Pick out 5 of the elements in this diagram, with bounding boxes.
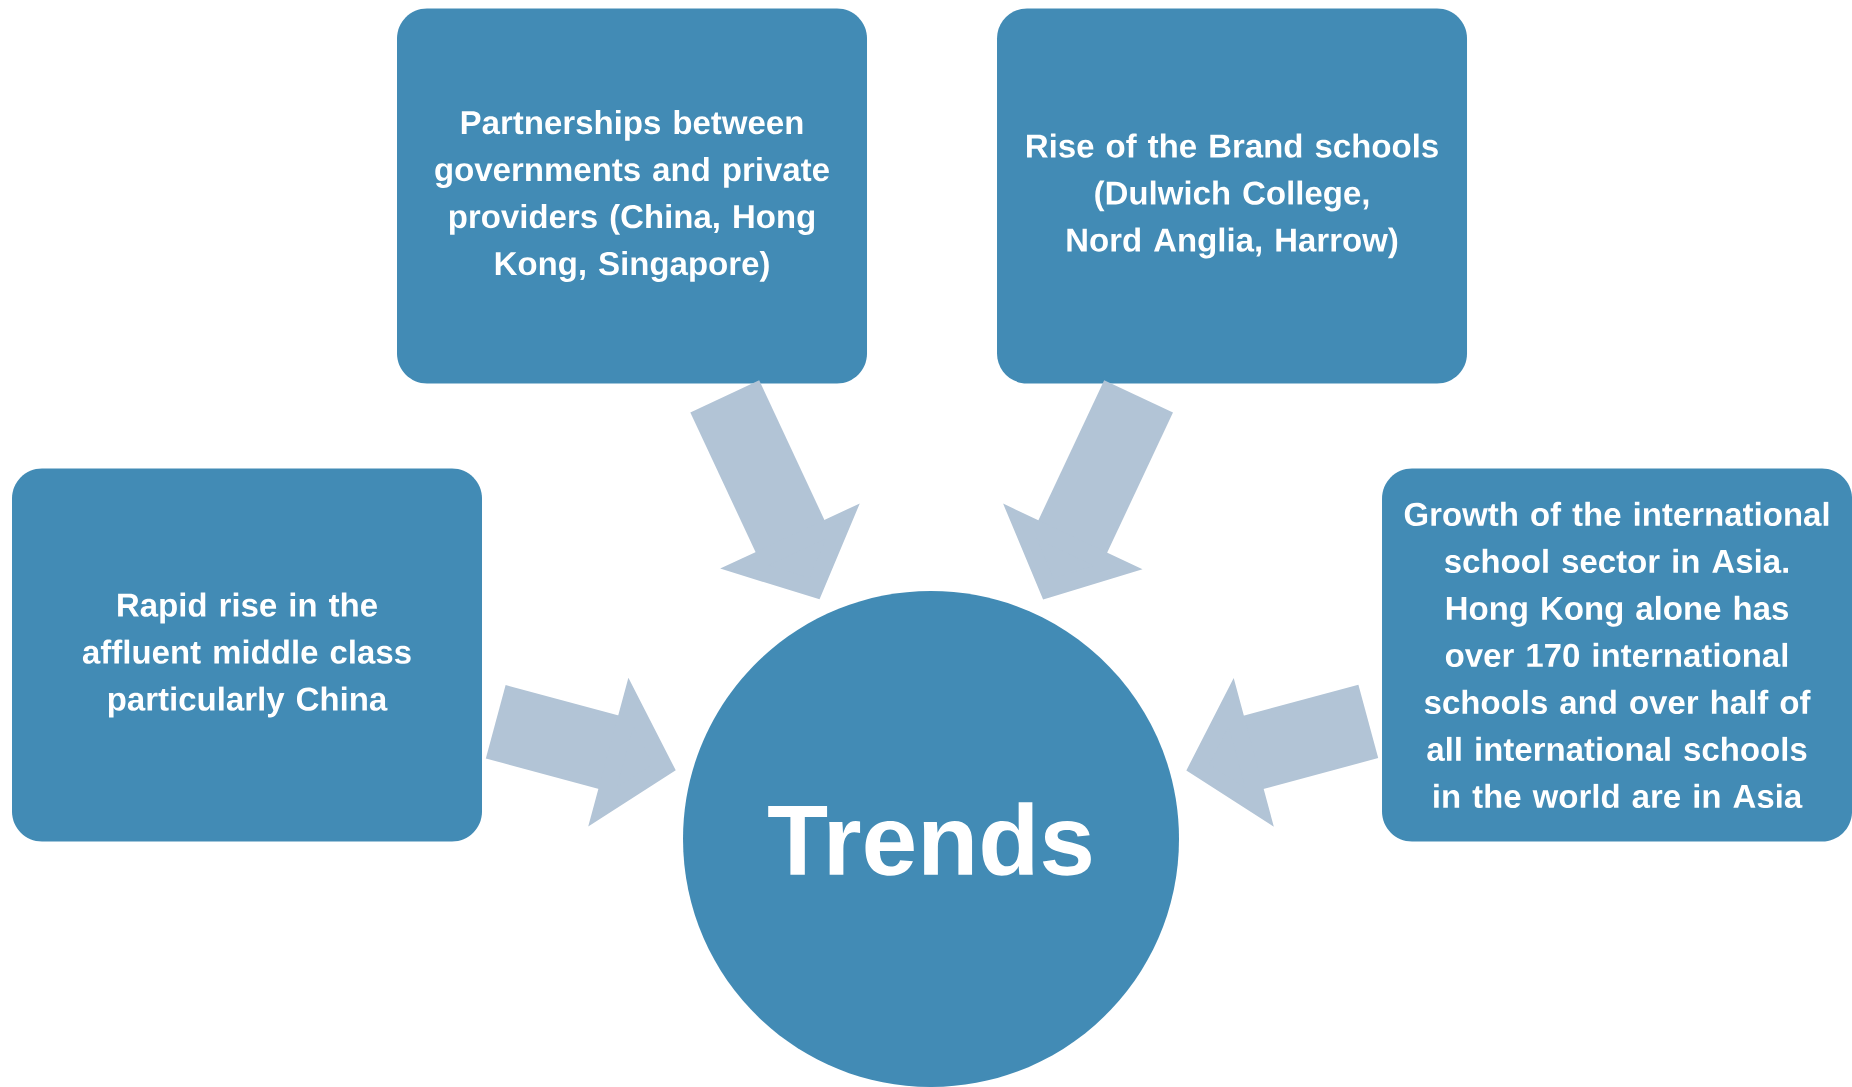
- text-box: Partnerships between governments and private providers (China, Hong Kong, Singapore): [397, 8, 867, 384]
- circle-node: Trends: [683, 591, 1179, 1087]
- text-box: Rise of the Brand schools (Dulwich College, Nord Anglia, Harrow): [997, 8, 1467, 384]
- text-box: Growth of the international school sector in Asia. Hong Kong alone has over 170 international schools and over half of all international schools in the world are in Asia: [1382, 468, 1852, 842]
- text-box: Rapid rise in the affluent middle class particularly China: [12, 468, 482, 842]
